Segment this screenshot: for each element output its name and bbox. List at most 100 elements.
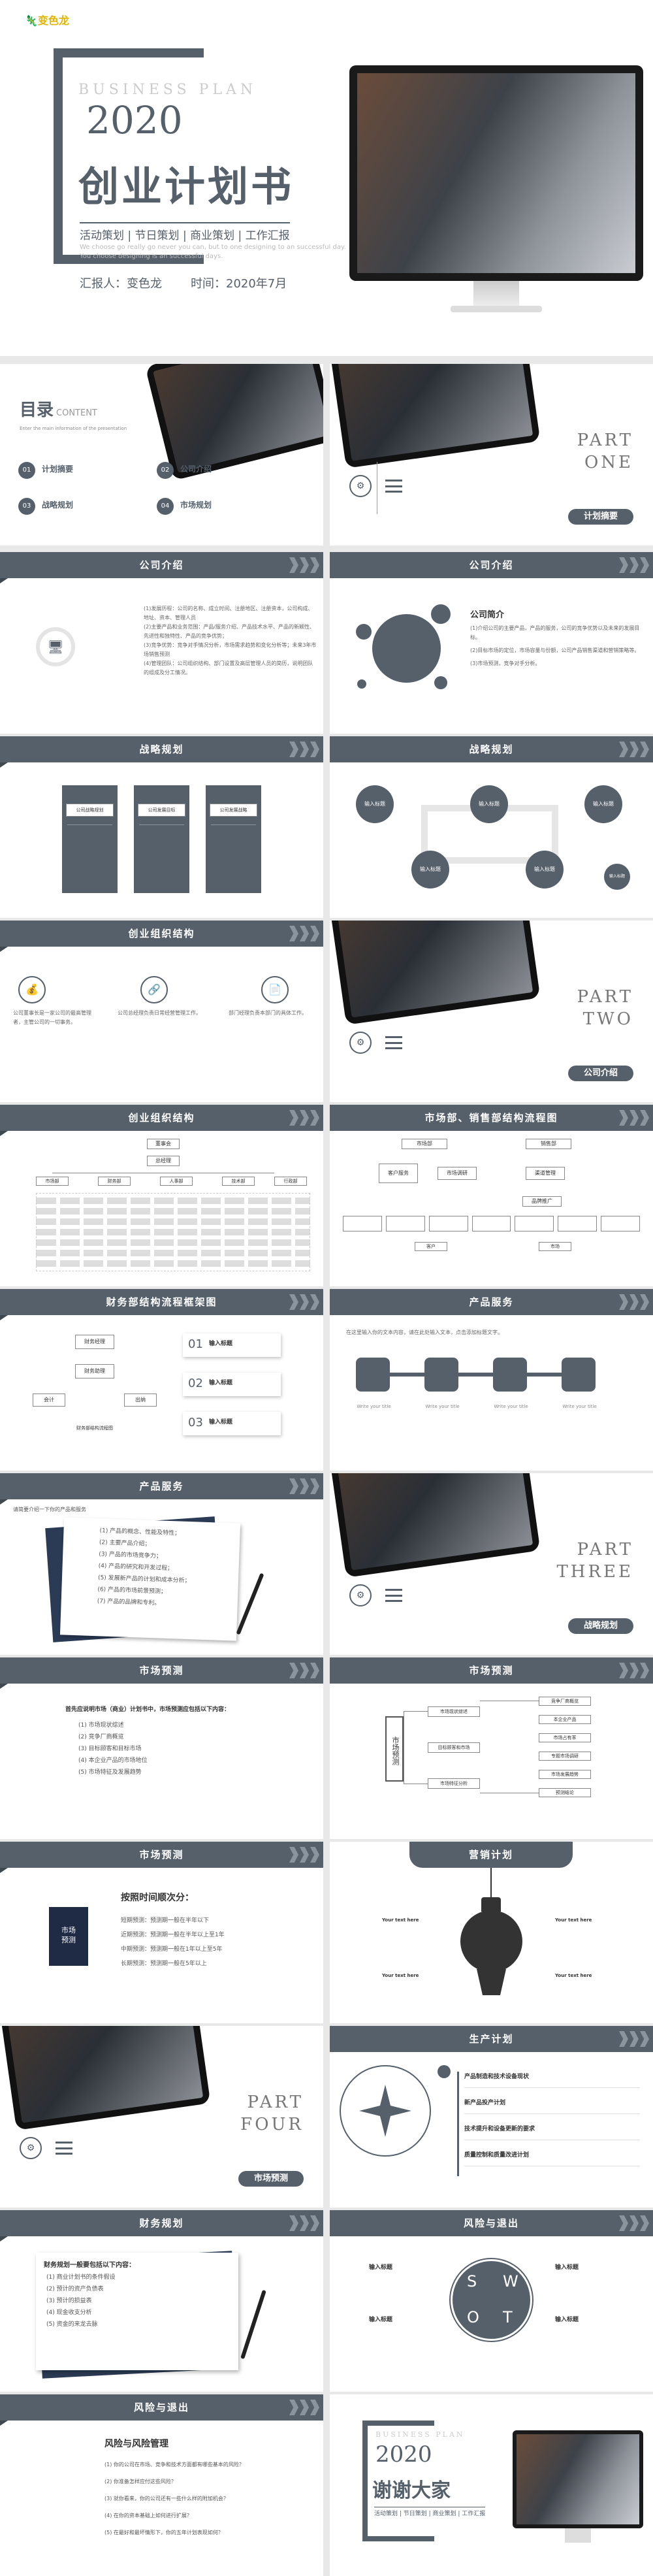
product-label-2: Write your title: [425, 1404, 460, 1409]
flow-node-2: 销售部: [526, 1139, 571, 1149]
part-four-pill: 市场预测: [238, 2171, 304, 2187]
part-two-pill: 公司介绍: [568, 1066, 633, 1081]
cover-desc: We choose go really go never you can, bu…: [80, 244, 346, 260]
production-list: 产品制造和技术设备现状 新产品投产计划 技术提升和设备更新的要求 质量控制和质量…: [457, 2072, 640, 2176]
part-four-slide: PART FOUR ⚙ 市场预测: [0, 2026, 323, 2208]
toc-num-2: 02: [157, 462, 174, 479]
production-header: 生产计划: [330, 2026, 653, 2052]
org-a-header: 创业组织结构: [0, 921, 323, 952]
part-one-slide: PART ONE ⚙ 计划摘要: [330, 364, 653, 546]
fin-item-2: 02 输入标题: [183, 1373, 281, 1396]
monitor-stand: [473, 281, 519, 307]
toc-num-4: 04: [157, 498, 174, 515]
forecast-right-6: 预测结论: [539, 1788, 591, 1797]
product-b-intro: 请简要介绍一下你的产品和服务: [13, 1507, 86, 1512]
company-a-header: 公司介绍: [0, 552, 323, 583]
list-icon: [56, 2142, 72, 2155]
timeline-list: 短期预测：预测期一般在半年以下 近期预测：预测期一般在半年以上至1年 中期预测：…: [121, 1917, 225, 1967]
cover-eyebrow: BUSINESS PLAN: [78, 82, 257, 98]
org-node-2: 财务部: [98, 1177, 131, 1186]
bubble-3: [434, 676, 447, 689]
link-icon: 🔗: [140, 976, 168, 1003]
marketing-header: 营销计划: [409, 1842, 573, 1868]
list-icon: [385, 1589, 402, 1602]
swot-slide: 风险与退出 S W O T 输入标题 输入标题 输入标题 输入标题: [330, 2210, 653, 2392]
forecast-right-5: 市场发展趋势: [539, 1770, 591, 1779]
toc-item-4[interactable]: 市场规划: [180, 500, 212, 510]
flow-node-6: 品牌推广: [522, 1196, 562, 1207]
marketing-label-1: Your text here: [382, 1917, 419, 1923]
product-label-4: Write your title: [562, 1404, 597, 1409]
marketing-slide: 营销计划 Your text here Your text here Your …: [330, 1842, 653, 2023]
forecast-a-list: (1) 市场现状综述 (2) 竞争厂商概览 (3) 目标顾客和目标市场 (4) …: [78, 1722, 148, 1776]
bulb-cap: [481, 1897, 501, 1912]
product-b-card: (1) 产品的概念、性能及特性； (2) 主要产品介绍； (3) 产品的市场竞争…: [59, 1517, 241, 1641]
strategy-circle-4: 输入标题: [411, 851, 449, 889]
toc-item-1[interactable]: 计划摘要: [42, 465, 74, 474]
production-item-1: 产品制造和技术设备现状: [457, 2072, 640, 2098]
end-title: 谢谢大家: [372, 2479, 451, 2502]
document-icon: 📄: [261, 976, 289, 1003]
company-b-heading: 公司简介: [470, 610, 505, 620]
toc-item-2[interactable]: 公司介绍: [180, 465, 212, 474]
product-header: 产品服务: [330, 1289, 653, 1315]
forecast-a-slide: 市场预测 首先应说明市场（商业）计划书中，市场预测应包括以下内容： (1) 市场…: [0, 1657, 323, 1839]
fin-plan-header: 财务规划: [0, 2210, 323, 2242]
flow-node-1: 市场部: [402, 1139, 447, 1149]
strategy-circle-1: 输入标题: [356, 785, 394, 823]
company-a-slide: 公司介绍 🖥 (1)发展历程：公司的名称、成立时间、注册地区、注册资本，公司构成…: [0, 552, 323, 734]
cover-subtitle: 活动策划 | 节日策划 | 商业策划 | 工作汇报: [80, 222, 290, 242]
forecast-a-intro: 首先应说明市场（商业）计划书中，市场预测应包括以下内容：: [65, 1706, 231, 1713]
company-a-list: (1)发展历程：公司的名称、成立时间、注册地区、注册资本，公司构成、地址、资本、…: [144, 606, 317, 676]
forecast-mid-3: 市场特征分析: [428, 1778, 480, 1789]
company-b-list: (1)介绍公司的主要产品，产品的服务，公司的竞争优势以及未来的发展目标。 (2)…: [470, 625, 640, 666]
production-item-2: 新产品投产计划: [457, 2098, 640, 2124]
gear-1: [356, 1358, 390, 1392]
pen-icon: [240, 2289, 266, 2360]
flow-node-3: 客户服务: [379, 1164, 418, 1183]
org-a-text-2: 公司总经理负责日常经营管理工作。: [118, 1010, 201, 1016]
forecast-right-4: 专题市场调研: [539, 1752, 591, 1761]
flow-node-8: 市场: [539, 1242, 571, 1251]
end-year: 2020: [375, 2441, 432, 2468]
strategy-card-3-desc: [211, 824, 256, 887]
product-desc: 在这里输入你的文本内容，请在此处输入文本，点击添加标题文字。: [346, 1329, 503, 1335]
monitor-screen-photo: [357, 73, 635, 273]
forecast-connector-2: [480, 1701, 539, 1793]
timeline-header: 市场预测: [0, 1842, 323, 1873]
finance-slide: 财务部结构流程框架图 财务经理 财务助理 会计 出纳 财务部结构流程图 01 输…: [0, 1289, 323, 1471]
strategy-card-2: 公司发展目标: [134, 785, 189, 893]
fin-node-2: 财务助理: [75, 1364, 114, 1378]
org-node-gm: 总经理: [147, 1156, 180, 1166]
strategy-card-1-desc: [67, 824, 112, 887]
forecast-a-header: 市场预测: [0, 1657, 323, 1689]
strategy-card-3: 公司发展战略: [206, 785, 261, 893]
money-bag-icon: 💰: [18, 976, 46, 1003]
swot-label-1: 输入标题: [369, 2264, 393, 2271]
part-one-pill: 计划摘要: [568, 509, 633, 525]
part-three-slide: PART THREE ⚙ 战略规划: [330, 1473, 653, 1655]
swot-w: W: [503, 2272, 518, 2291]
monitor-icon-badge: 🖥: [36, 627, 75, 666]
toc-item-3[interactable]: 战略规划: [42, 500, 74, 510]
swot-s: S: [467, 2272, 477, 2291]
forecast-mid-1: 市场现状综述: [428, 1706, 480, 1717]
org-a-slide: 创业组织结构 💰 公司董事长是一家公司的最高管理者，主管公司的一切事务。 🔗 公…: [0, 921, 323, 1102]
fin-node-5: 财务部结构流程图: [39, 1423, 150, 1435]
toc-num-1: 01: [18, 462, 35, 479]
strategy-b-slide: 战略规划 输入标题 输入标题 输入标题 输入标题 输入标题 输入标题: [330, 736, 653, 918]
org-node-1: 市场部: [36, 1177, 69, 1186]
fin-item-1: 01 输入标题: [183, 1333, 281, 1357]
production-item-4: 质量控制和质量改进计划: [457, 2150, 640, 2176]
fin-item-3: 03 输入标题: [183, 1412, 281, 1435]
bulb-cord: [490, 1868, 492, 1900]
cover-reporter: 汇报人：变色龙: [80, 277, 162, 291]
company-b-header: 公司介绍: [330, 552, 653, 578]
swot-label-3: 输入标题: [369, 2317, 393, 2323]
lightbulb-icon: [460, 1910, 522, 1972]
bubble-4: [357, 679, 366, 689]
marketing-label-2: Your text here: [555, 1917, 592, 1923]
strategy-a-header: 战略规划: [0, 736, 323, 768]
